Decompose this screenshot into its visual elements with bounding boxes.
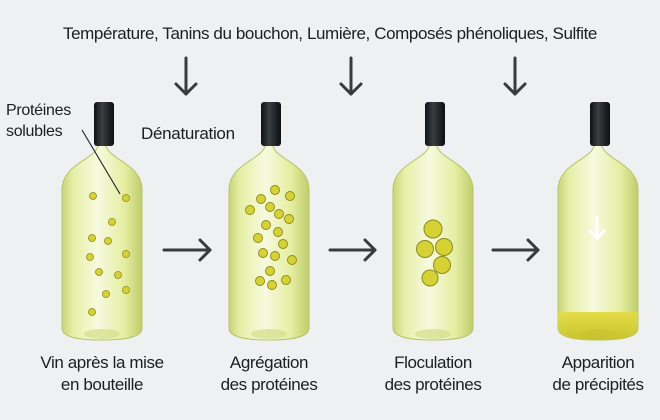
- caption-line: Floculation: [394, 353, 472, 372]
- stage-caption-bottled: Vin après la mise en bouteille: [27, 352, 177, 396]
- denaturation-label: Dénaturation: [141, 124, 235, 143]
- protein-flocs: [416, 219, 453, 287]
- stage-caption-aggregation: Agrégation des protéines: [194, 352, 344, 396]
- caption-line: Vin après la mise: [40, 353, 164, 372]
- soluble-proteins-label-line: solubles: [6, 123, 63, 140]
- bottle-precipitates: [557, 102, 639, 342]
- arrow-down-icon: [503, 56, 527, 96]
- soluble-proteins-label: Protéines solubles: [6, 100, 71, 142]
- soluble-proteins-label-line: Protéines: [6, 102, 71, 119]
- stage-caption-flocculation: Floculation des protéines: [358, 352, 508, 396]
- protein-particles: [86, 192, 130, 316]
- label-leader-line: [81, 129, 121, 195]
- factors-title: Température, Tanins du bouchon, Lumière,…: [63, 24, 597, 43]
- caption-line: en bouteille: [60, 375, 144, 394]
- arrow-down-icon: [174, 56, 198, 96]
- caption-line: des protéines: [220, 375, 318, 394]
- caption-line: des protéines: [384, 375, 482, 394]
- arrow-down-icon: [339, 56, 363, 96]
- arrow-right-icon: [328, 238, 377, 262]
- caption-line: Agrégation: [229, 353, 309, 372]
- bottle-aggregation: [228, 102, 310, 341]
- bottle-wine-bottled: [61, 102, 143, 341]
- arrow-right-icon: [162, 238, 212, 262]
- caption-line: Apparition: [561, 353, 635, 372]
- bottle-flocculation: [392, 102, 474, 341]
- arrow-down-icon: [588, 216, 606, 240]
- stage-caption-precipitates: Apparition de précipités: [523, 352, 660, 396]
- caption-line: de précipités: [552, 375, 644, 394]
- arrow-right-icon: [491, 238, 540, 262]
- protein-aggregates: [245, 185, 297, 290]
